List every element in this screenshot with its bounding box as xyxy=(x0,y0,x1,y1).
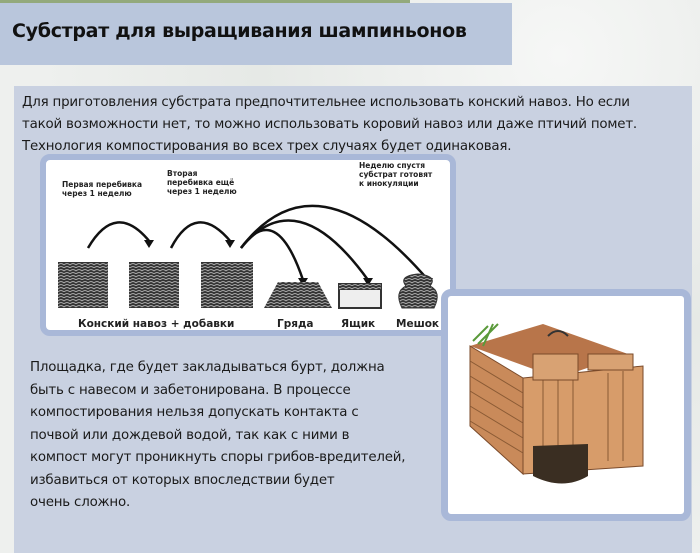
text-line: очень сложно. xyxy=(30,495,131,510)
text-line: быть с навесом и забетонирована. В проце… xyxy=(30,382,351,398)
arrow-1 xyxy=(86,221,151,249)
text-line: почвой или дождевой водой, так как с ним… xyxy=(30,427,350,443)
compost-box-image-frame xyxy=(441,289,691,521)
bag-icon xyxy=(398,273,438,309)
title-bar: Субстрат для выращивания шампиньонов xyxy=(0,3,512,65)
bed-pile xyxy=(264,282,332,308)
wooden-compost-box-illustration xyxy=(469,323,644,484)
arrows-and-piles xyxy=(58,204,438,309)
label-bed: Гряда xyxy=(277,318,314,330)
site-requirements-text: Площадка, где будет закладываться бурт, … xyxy=(30,357,450,515)
page-title: Субстрат для выращивания шампиньонов xyxy=(12,20,467,42)
arrow-2 xyxy=(169,221,232,249)
label-bag: Мешок xyxy=(396,318,440,330)
arrow-5 xyxy=(240,204,429,281)
top-accent-strip xyxy=(0,0,410,3)
text-line: Площадка, где будет закладываться бурт, … xyxy=(30,360,385,375)
intro-text: Для приготовления субстрата предпочтител… xyxy=(22,92,692,158)
manure-pile-3 xyxy=(201,262,253,308)
text-line: компост могут проникнуть споры грибов-вр… xyxy=(30,450,406,465)
text-line: избавиться от которых впоследствии будет xyxy=(30,472,335,488)
intro-line: Технология компостирования во всех трех … xyxy=(22,139,512,154)
label-box: Ящик xyxy=(341,318,376,330)
manure-pile-2 xyxy=(129,262,179,308)
text-line: компостирования нельзя допускать контакт… xyxy=(30,405,359,420)
arrow-4 xyxy=(240,219,370,281)
intro-line: Для приготовления субстрата предпочтител… xyxy=(22,95,630,110)
manure-pile-1 xyxy=(58,262,108,308)
intro-line: такой возможности нет, то можно использо… xyxy=(22,117,637,132)
label-manure: Конский навоз + добавки xyxy=(78,318,235,330)
